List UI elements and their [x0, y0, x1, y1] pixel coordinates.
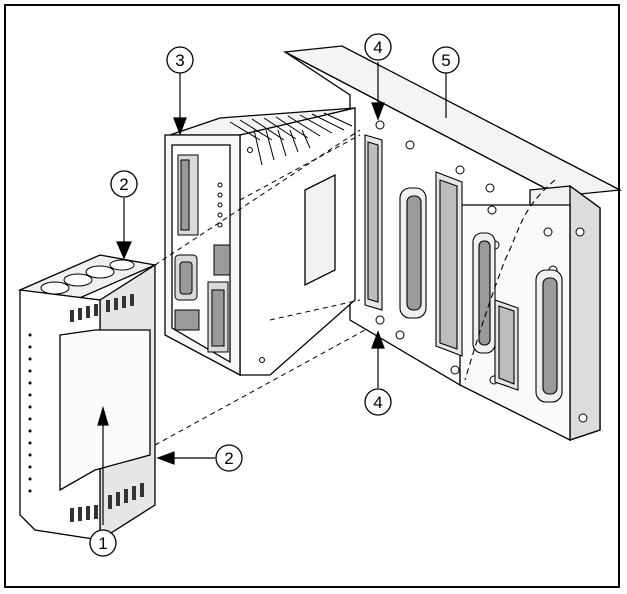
alignment-lines	[154, 129, 366, 446]
callout-2-top-label: 2	[119, 175, 128, 194]
chassis-slots	[364, 134, 519, 391]
callout-1: 1	[89, 529, 117, 557]
callout-3-label: 3	[175, 51, 184, 70]
leader-lines	[97, 62, 447, 525]
callout-4-top: 4	[364, 33, 392, 61]
callout-3: 3	[166, 46, 194, 74]
controller	[164, 107, 356, 377]
module-pins	[28, 333, 32, 493]
chassis-break-line	[464, 179, 556, 381]
controller-ports	[174, 147, 265, 363]
callout-2-top: 2	[110, 170, 138, 198]
callout-5: 5	[432, 46, 460, 74]
callout-1-label: 1	[98, 534, 107, 553]
callout-4-bottom: 4	[364, 388, 392, 416]
callout-2-side-label: 2	[224, 449, 233, 468]
callout-2-side: 2	[215, 444, 243, 472]
controller-fins	[229, 112, 353, 166]
callout-5-label: 5	[441, 51, 450, 70]
callout-4-top-label: 4	[373, 38, 382, 57]
module-grip	[40, 259, 135, 295]
callout-4-bottom-label: 4	[373, 393, 382, 412]
module	[17, 254, 158, 542]
module-vents	[70, 294, 144, 522]
dsub-connectors	[399, 187, 563, 403]
